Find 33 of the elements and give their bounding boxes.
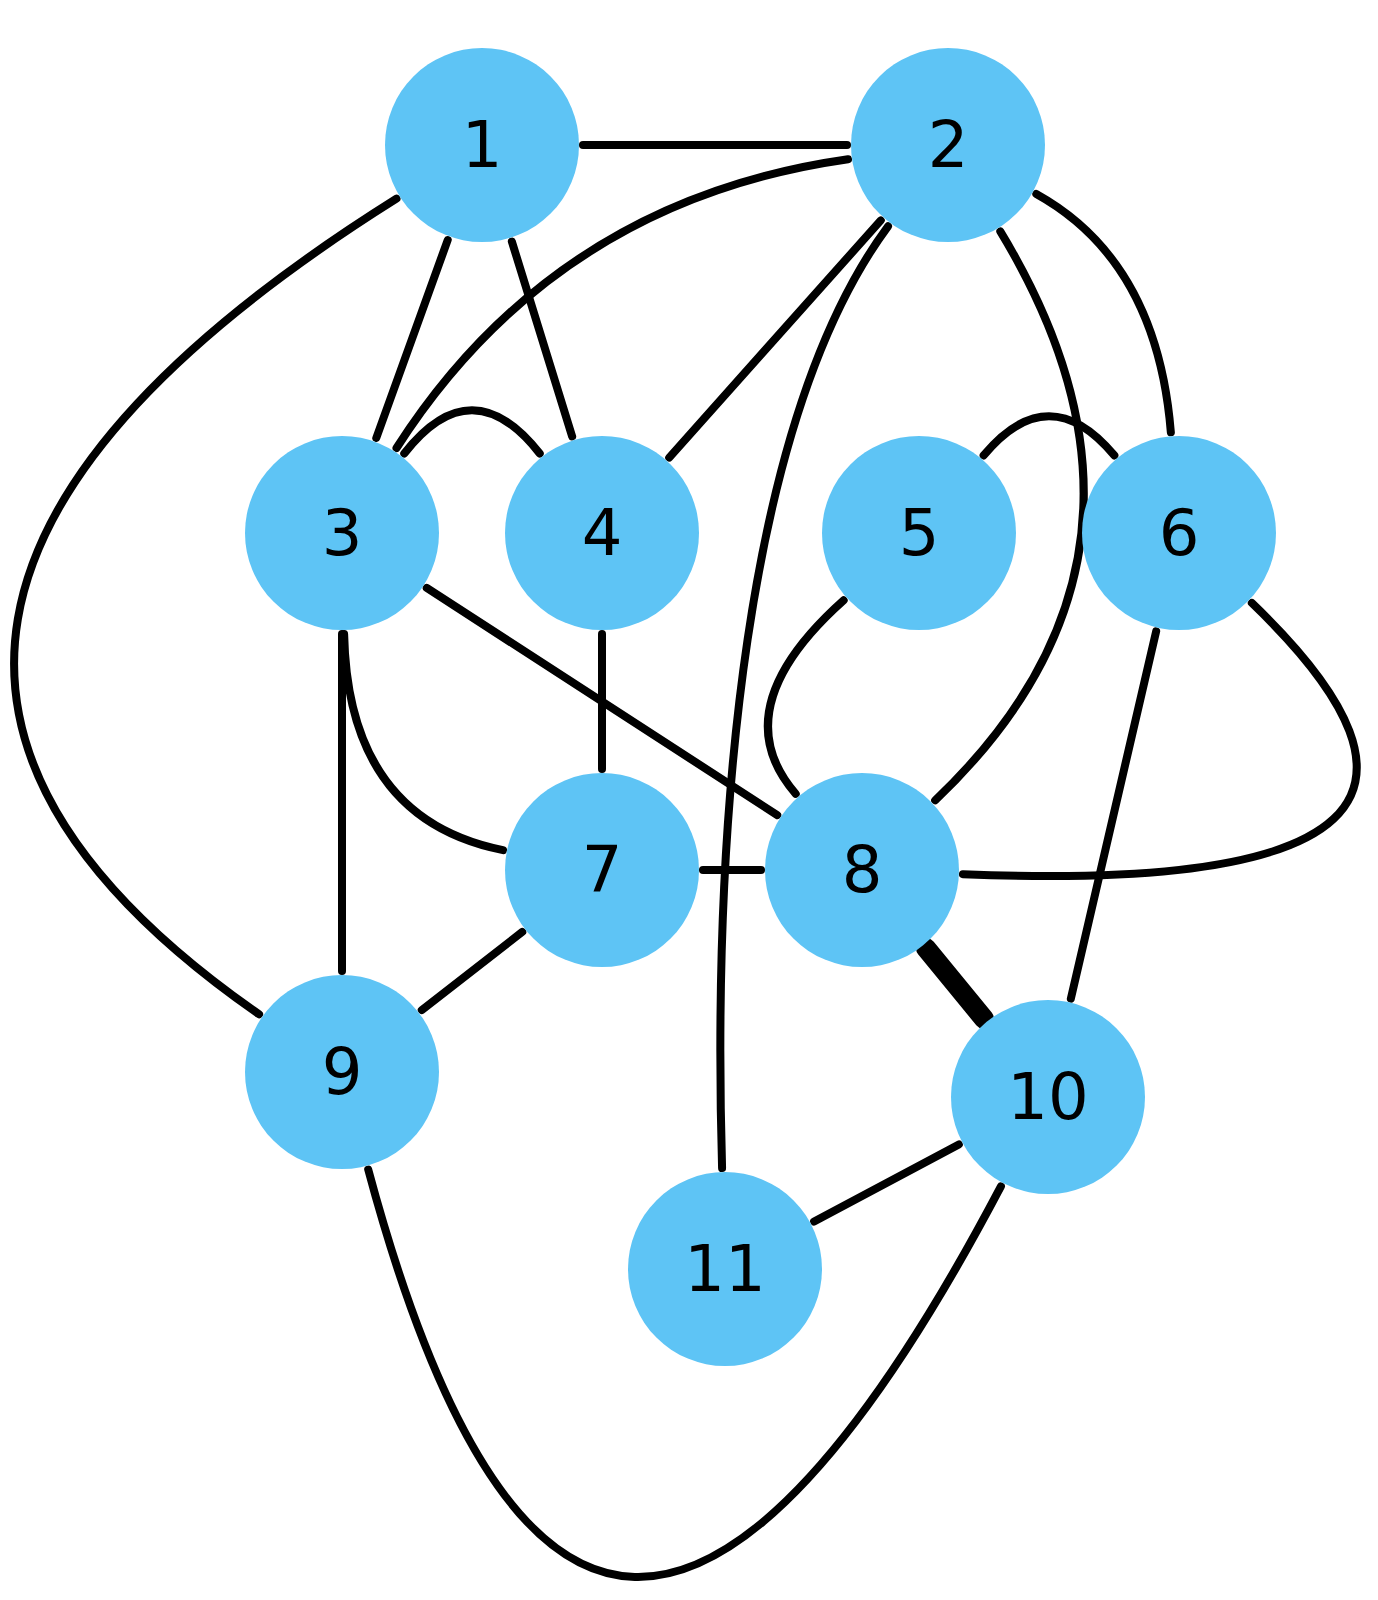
node-number: 4 — [581, 501, 623, 565]
node-number: 2 — [927, 113, 969, 177]
node-number: 5 — [898, 501, 940, 565]
edge-line — [764, 596, 848, 798]
edge-line — [958, 598, 1361, 881]
node-number: 10 — [1007, 1065, 1089, 1129]
edge-line — [1066, 627, 1161, 1003]
edge-line — [338, 630, 346, 975]
edge-line — [372, 236, 452, 442]
edge-line — [699, 866, 765, 874]
edge-line — [400, 406, 544, 458]
node-number: 3 — [321, 501, 363, 565]
node-number: 8 — [841, 838, 883, 902]
edge-line — [931, 227, 1088, 805]
node-number: 11 — [684, 1237, 766, 1301]
edge-line — [810, 1140, 963, 1226]
edge-line — [1032, 190, 1175, 437]
node-number: 7 — [581, 838, 623, 902]
edge-line — [665, 216, 885, 462]
node-number: 6 — [1158, 501, 1200, 565]
edge-line — [507, 237, 577, 441]
edge-line — [598, 630, 606, 773]
node-number: 1 — [461, 113, 503, 177]
edge-line — [364, 1165, 1005, 1581]
edge-line — [417, 927, 527, 1015]
edge-line — [716, 222, 892, 1173]
edge-line — [11, 194, 401, 1019]
edge-line — [392, 155, 852, 452]
edge-line — [422, 583, 782, 820]
node-number: 9 — [321, 1040, 363, 1104]
edge-line — [579, 141, 851, 149]
edge-line — [979, 412, 1119, 460]
edge-line — [916, 938, 994, 1029]
